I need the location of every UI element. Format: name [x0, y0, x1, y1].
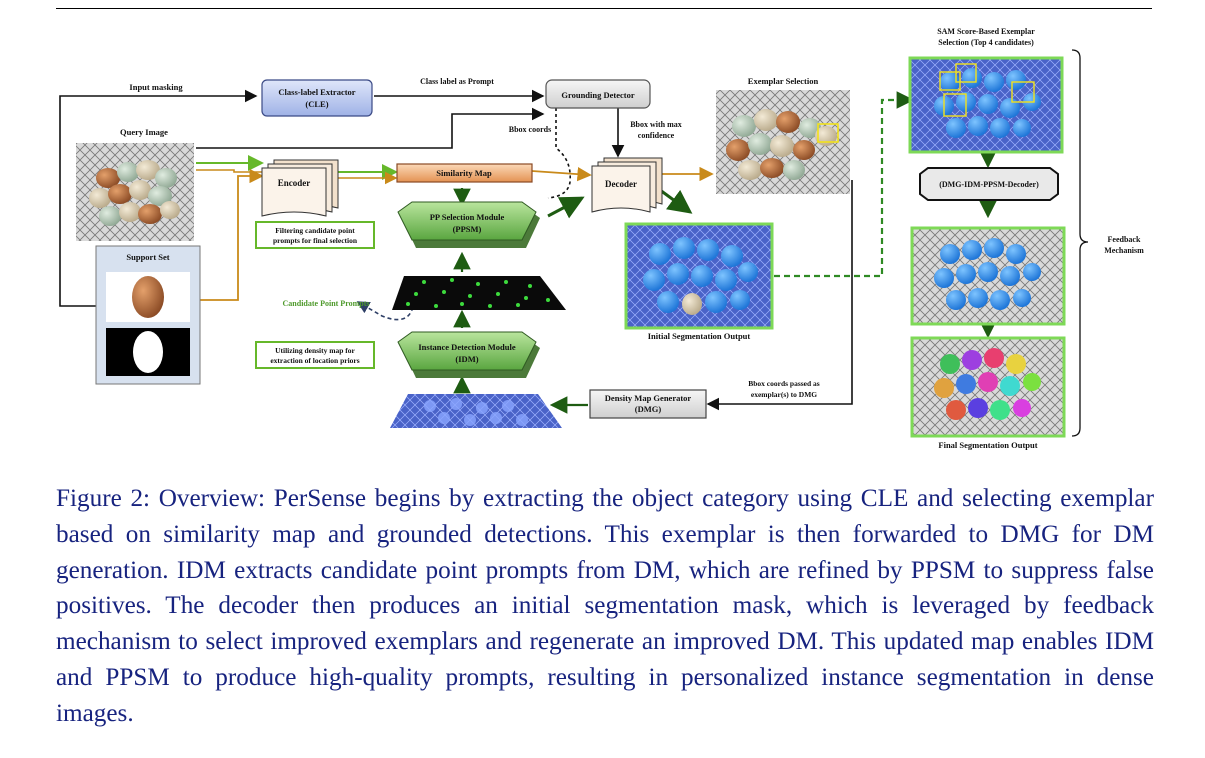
input-masking-label: Input masking	[129, 82, 183, 92]
idm-label-1: Instance Detection Module	[418, 342, 515, 352]
feedback-decoder-label: (DMG-IDM-PPSM-Decoder)	[939, 180, 1039, 189]
cle-label-2: (CLE)	[305, 99, 328, 109]
ppsm-module	[397, 201, 540, 248]
final-segmentation-image	[910, 336, 1066, 438]
persense-overview-figure: Input masking Class-label Extractor (CLE…	[59, 27, 1144, 450]
decoder-label: Decoder	[605, 179, 637, 189]
ppsm-label-2: (PPSM)	[453, 224, 482, 234]
filtering-note-label-1: Filtering candidate point	[275, 226, 355, 235]
cle-label-1: Class-label Extractor	[278, 87, 355, 97]
query-image-label: Query Image	[120, 127, 168, 137]
feedback-mechanism-label-2: Mechanism	[1104, 246, 1144, 255]
support-set-label: Support Set	[126, 252, 169, 262]
idm-label-2: (IDM)	[455, 354, 478, 364]
density-note-label-2: extraction of location priors	[270, 356, 359, 365]
density-note-box	[255, 341, 375, 369]
density-map	[390, 394, 562, 428]
cle-box	[261, 79, 373, 117]
density-note-label-1: Utilizing density map for	[275, 346, 355, 355]
bbox-max-conf-label-1: Bbox with max	[630, 120, 682, 129]
bbox-passed-label-2: exemplar(s) to DMG	[751, 390, 817, 399]
sam-candidates-image	[908, 56, 1064, 154]
encoder-box	[261, 159, 339, 217]
candidate-points-map	[392, 276, 566, 310]
final-output-label: Final Segmentation Output	[938, 440, 1037, 450]
feedback-mechanism-label-1: Feedback	[1108, 235, 1141, 244]
feedback-segmentation-image	[910, 226, 1066, 326]
query-image	[76, 143, 194, 241]
sam-score-label-2: Selection (Top 4 candidates)	[938, 38, 1034, 47]
grounding-detector-label: Grounding Detector	[561, 90, 634, 100]
dmg-label-1: Density Map Generator	[605, 393, 692, 403]
top-rule	[56, 8, 1152, 9]
filtering-note-box	[255, 221, 375, 249]
sam-score-label-1: SAM Score-Based Exemplar	[937, 27, 1035, 36]
bbox-coords-label: Bbox coords	[509, 125, 551, 134]
candidate-point-prompts-label: Candidate Point Prompts	[283, 299, 370, 308]
decoder-box	[591, 157, 663, 213]
connectors	[59, 49, 1089, 437]
initial-output-label: Initial Segmentation Output	[648, 331, 751, 341]
figure-caption: Figure 2: Overview: PerSense begins by e…	[56, 485, 1154, 727]
idm-module	[397, 331, 540, 378]
similarity-map-label: Similarity Map	[436, 168, 492, 178]
exemplar-selection-label: Exemplar Selection	[748, 76, 819, 86]
class-label-prompt-label: Class label as Prompt	[420, 77, 494, 86]
initial-segmentation-image	[624, 222, 774, 330]
support-set-panel	[95, 245, 201, 385]
ppsm-label-1: PP Selection Module	[430, 212, 505, 222]
dmg-label-2: (DMG)	[635, 404, 662, 414]
dmg-box	[589, 389, 707, 419]
exemplar-selection-image	[716, 90, 850, 194]
filtering-note-label-2: prompts for final selection	[273, 236, 358, 245]
similarity-map-box	[396, 163, 533, 183]
bbox-max-conf-label-2: confidence	[638, 131, 675, 140]
bbox-passed-label-1: Bbox coords passed as	[748, 379, 820, 388]
grounding-detector-box	[545, 79, 651, 109]
feedback-decoder-box	[919, 167, 1059, 201]
encoder-label: Encoder	[278, 178, 311, 188]
